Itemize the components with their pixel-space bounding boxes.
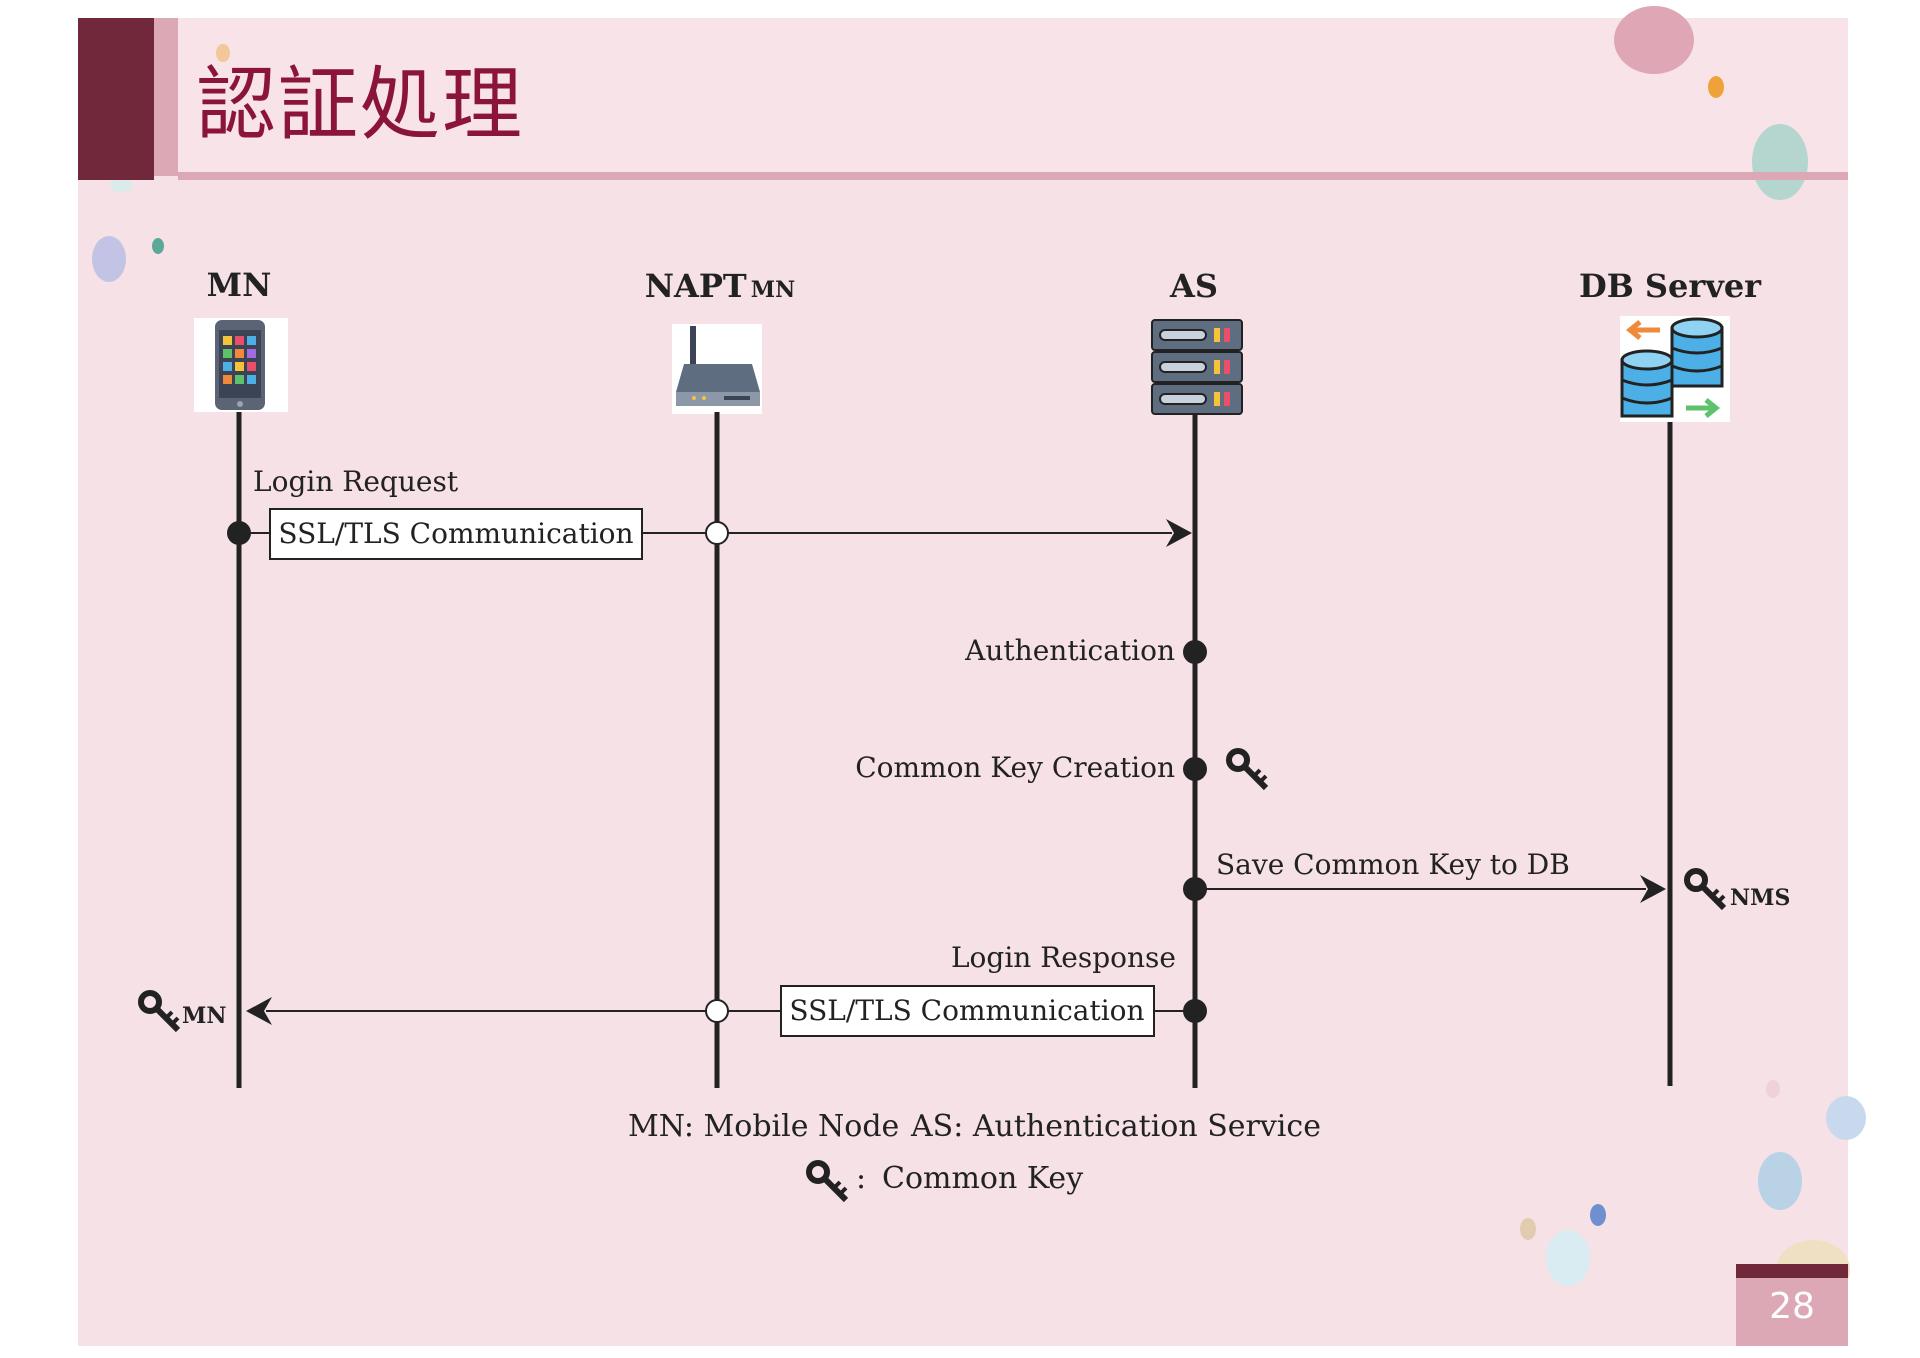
- key-label-nms: NMS: [1730, 885, 1790, 911]
- decor-dot: [110, 178, 132, 192]
- ssl-tls-request-label: SSL/TLS Communication: [278, 517, 633, 550]
- authentication-dot: [1183, 640, 1207, 664]
- decor-dot: [1708, 76, 1724, 98]
- legend-common-key: Common Key: [882, 1161, 1083, 1196]
- header-band: [78, 18, 1848, 176]
- participant-label-as: AS: [1169, 267, 1218, 305]
- decor-dot: [1590, 1204, 1606, 1226]
- login-response-start-dot: [1183, 999, 1207, 1023]
- page-number-bar: [1736, 1264, 1848, 1278]
- login-request-arrowhead: [1166, 519, 1192, 547]
- save-common-key-arrowhead: [1640, 875, 1666, 903]
- ssl-tls-response-box: [780, 985, 1155, 1037]
- header-rule: [178, 172, 1848, 180]
- legend-mobile-node: MN: Mobile Node: [628, 1109, 899, 1144]
- decor-dot: [1826, 1096, 1866, 1140]
- ssl-tls-request-box: [269, 508, 643, 560]
- login-request-start-dot: [227, 521, 251, 545]
- login-request-label: Login Request: [253, 465, 459, 498]
- router-icon: [672, 324, 762, 414]
- save-common-key-dot: [1183, 877, 1207, 901]
- header-accent-light: [154, 18, 178, 176]
- decor-dot: [1752, 124, 1808, 200]
- decor-dot: [92, 236, 126, 282]
- save-common-key-label: Save Common Key to DB: [1216, 848, 1570, 881]
- database-icon: [1620, 316, 1730, 422]
- login-response-arrowhead: [246, 997, 272, 1025]
- login-response-label: Login Response: [951, 941, 1176, 974]
- header-accent-dark: [78, 18, 154, 180]
- participant-label-napt-main: NAPT: [645, 267, 747, 305]
- slide-background: [78, 18, 1848, 1346]
- common-key-creation-dot: [1183, 757, 1207, 781]
- legend-key-icon: [809, 1163, 846, 1200]
- participant-label-db-server: DB Server: [1579, 267, 1762, 305]
- decor-dot: [1546, 1230, 1590, 1286]
- participant-label-mn: MN: [207, 266, 272, 304]
- authentication-label: Authentication: [964, 634, 1175, 667]
- decor-dot: [1766, 1080, 1780, 1098]
- smartphone-icon: [194, 318, 288, 412]
- page-number: 28: [1769, 1286, 1815, 1327]
- common-key-creation-label: Common Key Creation: [855, 751, 1175, 784]
- slide-title: 認証処理: [196, 58, 524, 151]
- key-icon: [1687, 871, 1724, 908]
- napt-relay-dot-request: [705, 521, 729, 545]
- decor-dot: [152, 238, 164, 254]
- server-rack-icon: [1151, 319, 1243, 415]
- legend-separator: :: [856, 1161, 866, 1196]
- participant-label-napt-subscript: MN: [751, 277, 795, 303]
- key-label-mn: MN: [182, 1003, 226, 1029]
- decor-dot: [1614, 6, 1694, 74]
- decor-dot: [1520, 1218, 1536, 1240]
- decor-dot: [216, 44, 230, 62]
- key-icon: [1229, 751, 1266, 788]
- decor-dot: [1758, 1152, 1802, 1210]
- ssl-tls-response-label: SSL/TLS Communication: [789, 994, 1144, 1027]
- napt-relay-dot-response: [705, 999, 729, 1023]
- legend-authentication-service: AS: Authentication Service: [910, 1109, 1321, 1144]
- key-icon: [141, 993, 178, 1030]
